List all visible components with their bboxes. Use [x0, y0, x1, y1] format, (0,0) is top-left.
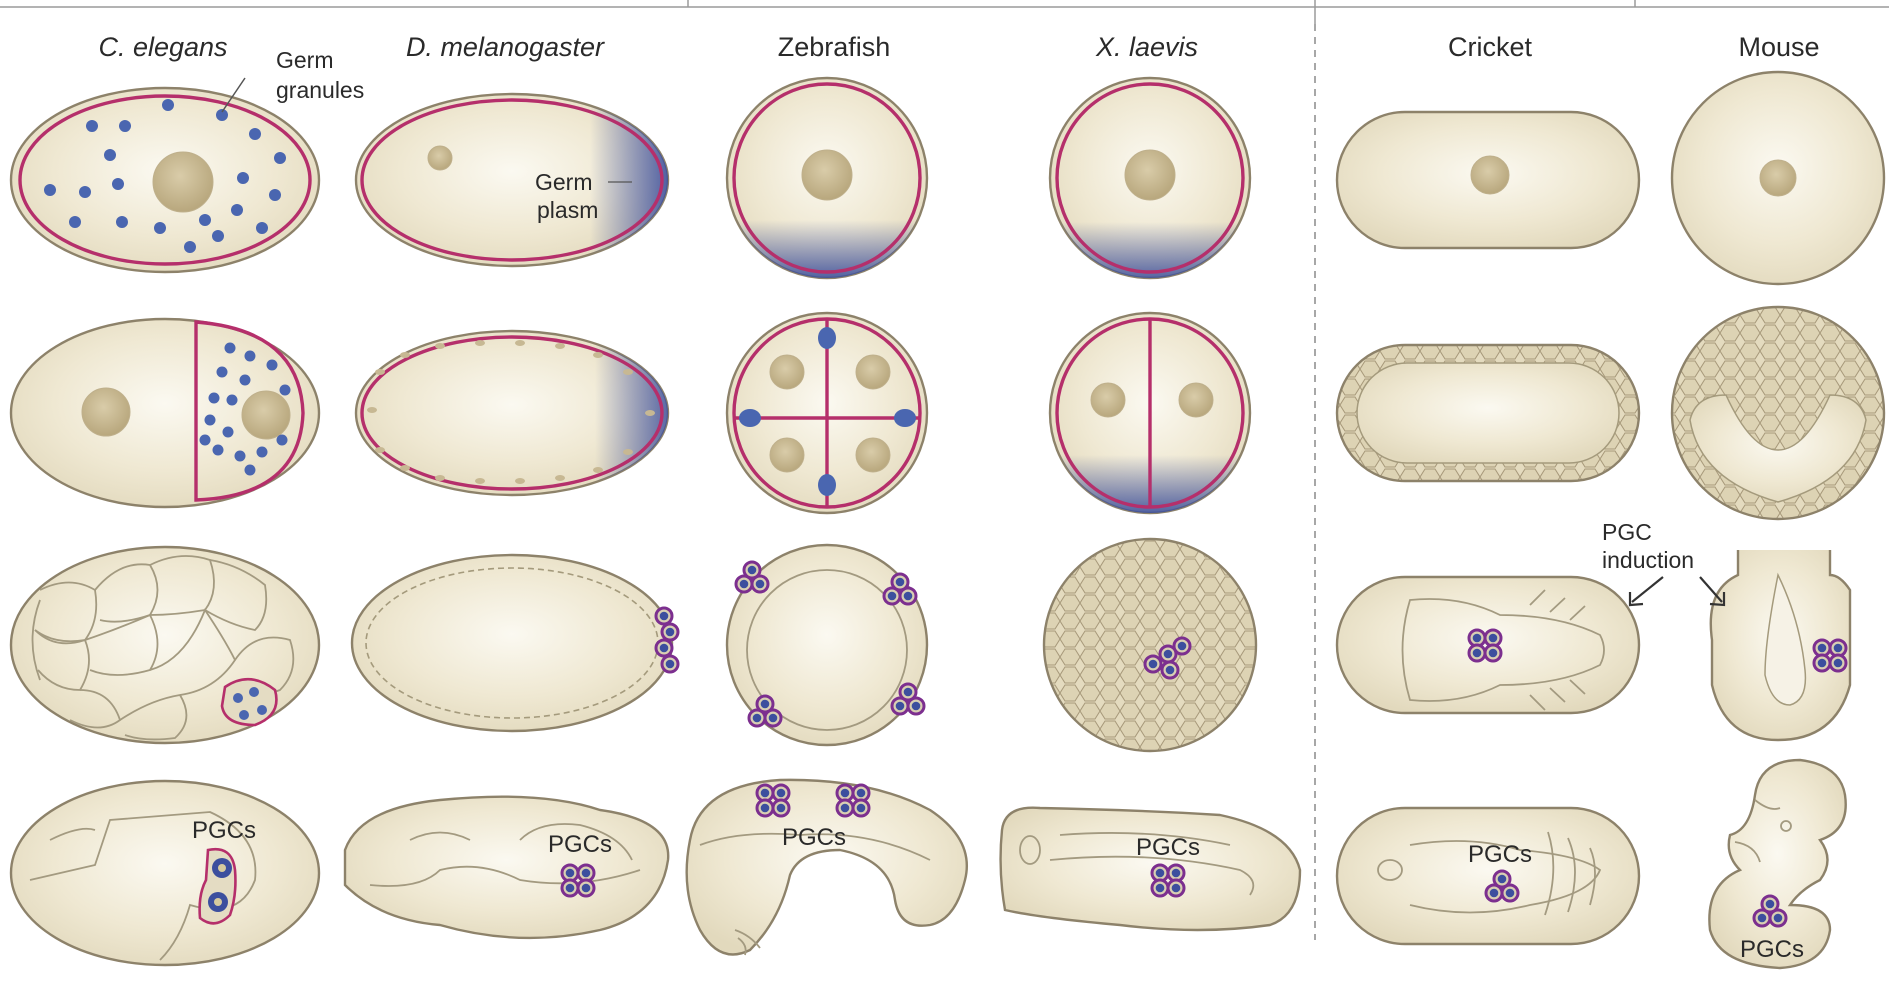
- label-pgc-induction-1: PGC: [1602, 519, 1652, 545]
- c-elegans-late-embryo: [11, 781, 319, 965]
- mouse-egg-cylinder: [1711, 550, 1850, 740]
- label-pgcs-d-melanogaster: PGCs: [548, 831, 612, 858]
- d-melanogaster-pole-cells-stage: [352, 555, 678, 731]
- mouse-zygote: [1672, 72, 1884, 284]
- d-melanogaster-egg: [356, 90, 670, 270]
- label-pgc-induction-2: induction: [1602, 547, 1694, 573]
- cricket-late-embryo: [1337, 808, 1639, 944]
- c-elegans-multicell: [11, 547, 319, 743]
- label-germ-plasm-2: plasm: [537, 197, 598, 223]
- header-mouse: Mouse: [1738, 32, 1819, 62]
- x-laevis-egg: [1040, 78, 1260, 282]
- d-melanogaster-blastoderm: [356, 330, 675, 500]
- label-germ-granules-2: granules: [276, 77, 364, 103]
- label-pgcs-c-elegans: PGCs: [192, 817, 256, 844]
- label-germ-plasm-1: Germ: [535, 169, 593, 195]
- cricket-germ-band: [1337, 577, 1639, 713]
- label-pgcs-x-laevis: PGCs: [1136, 834, 1200, 861]
- header-cricket: Cricket: [1448, 32, 1533, 62]
- x-laevis-blastula: [1044, 539, 1256, 751]
- c-elegans-zygote: [11, 88, 319, 272]
- c-elegans-2-cell: [11, 319, 319, 507]
- pgc-induction-arrows: [1630, 577, 1724, 605]
- d-melanogaster-late-embryo: [345, 797, 668, 938]
- x-laevis-tailbud: [1001, 808, 1300, 930]
- label-pgcs-mouse: PGCs: [1740, 936, 1804, 963]
- header-x-laevis: X. laevis: [1095, 32, 1198, 62]
- header-c-elegans: C. elegans: [98, 32, 227, 62]
- label-pgcs-zebrafish: PGCs: [782, 824, 846, 851]
- x-laevis-2-cell: [1040, 313, 1260, 515]
- mouse-blastocyst: [1672, 307, 1884, 519]
- zebrafish-4-cell: [727, 313, 927, 513]
- header-d-melanogaster: D. melanogaster: [406, 32, 605, 62]
- zebrafish-late-embryo: [687, 780, 967, 955]
- label-pgcs-cricket: PGCs: [1468, 841, 1532, 868]
- zebrafish-egg: [720, 78, 940, 280]
- cricket-egg: [1337, 112, 1639, 248]
- label-germ-granules-1: Germ: [276, 47, 334, 73]
- cricket-blastoderm: [1337, 345, 1639, 481]
- header-zebrafish: Zebrafish: [778, 32, 891, 62]
- zebrafish-pgc-clusters: [727, 545, 927, 745]
